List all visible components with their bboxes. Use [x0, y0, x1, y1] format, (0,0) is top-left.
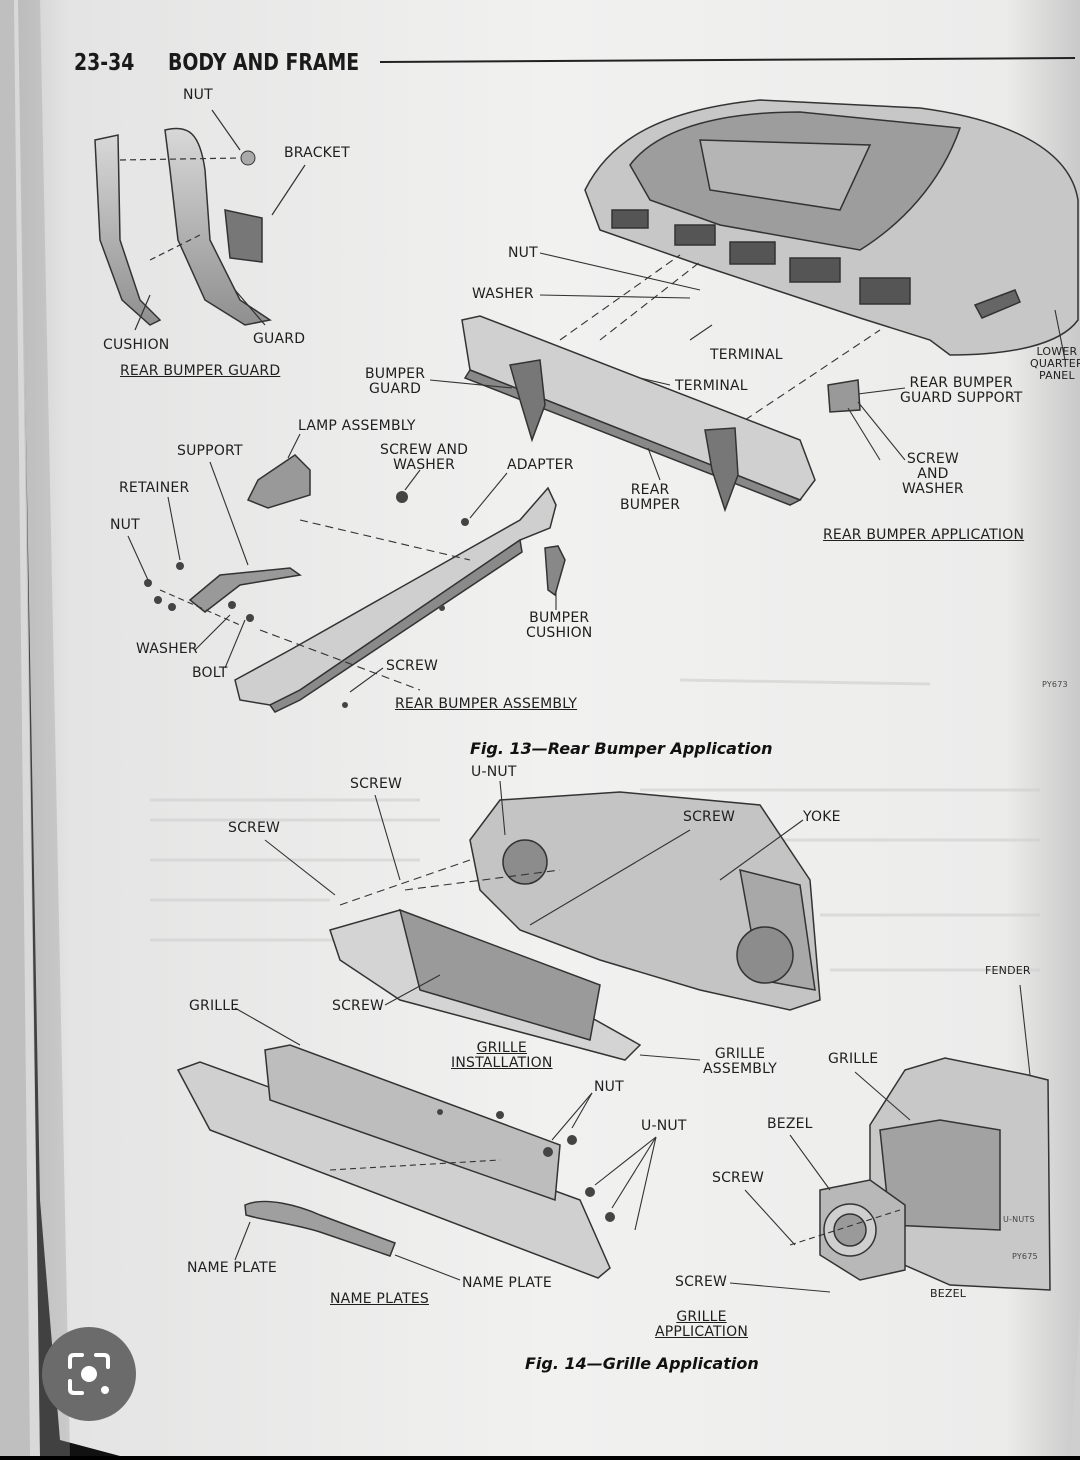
label-bumper-cushion: BUMPER CUSHION [526, 610, 593, 641]
label-bezel-bottom: BEZEL [930, 1287, 967, 1300]
label-nut-rear: NUT [508, 245, 538, 261]
label-adapter: ADAPTER [507, 457, 574, 473]
label-fender: FENDER [985, 964, 1031, 977]
page-number: 23-34 [74, 50, 135, 76]
label-rear-bumper: REAR BUMPER [620, 482, 681, 513]
section-title: BODY AND FRAME [168, 50, 360, 76]
label-nut-nameplate: NUT [594, 1079, 624, 1095]
label-guard: GUARD [253, 331, 306, 347]
visual-search-icon [68, 1353, 110, 1395]
label-grille-left: GRILLE [189, 998, 240, 1014]
label-grille-assembly: GRILLE ASSEMBLY [703, 1046, 777, 1077]
figure-code-py673: PY673 [1042, 680, 1068, 689]
label-u-nut-nameplate: U-NUT [641, 1118, 687, 1134]
label-nut-assembly: NUT [110, 517, 140, 533]
label-support: SUPPORT [177, 443, 243, 459]
label-screw-top: SCREW [350, 776, 403, 792]
label-cushion: CUSHION [103, 337, 170, 353]
label-bracket: BRACKET [284, 145, 350, 161]
label-screw-and-washer: SCREW AND WASHER [380, 442, 469, 473]
figure-code-py675: PY675 [1012, 1252, 1038, 1261]
label-name-plate-left: NAME PLATE [187, 1260, 277, 1276]
caption-rear-bumper-application: REAR BUMPER APPLICATION [823, 527, 1025, 543]
label-nut: NUT [183, 87, 213, 103]
label-terminal-2: TERMINAL [675, 378, 748, 394]
label-retainer: RETAINER [119, 480, 190, 496]
figure-14-caption: Fig. 14—Grille Application [525, 1354, 759, 1373]
label-screw-assembly: SCREW [386, 658, 439, 674]
figure-13-caption: Fig. 13—Rear Bumper Application [470, 739, 773, 758]
label-washer-rear: WASHER [472, 286, 534, 302]
caption-name-plates: NAME PLATES [330, 1291, 429, 1307]
label-screw-right: SCREW [683, 809, 736, 825]
label-name-plate-right: NAME PLATE [462, 1275, 552, 1291]
caption-rear-bumper-guard: REAR BUMPER GUARD [120, 363, 281, 379]
label-rear-bumper-guard-support: REAR BUMPER GUARD SUPPORT [900, 375, 1023, 406]
label-screw-bezel: SCREW [712, 1170, 765, 1186]
label-screw-bottom: SCREW [675, 1274, 728, 1290]
label-grille-right: GRILLE [828, 1051, 879, 1067]
label-screw-left: SCREW [228, 820, 281, 836]
label-lower-quarter-panel: LOWER QUARTER PANEL [1030, 345, 1080, 382]
label-bezel-top: BEZEL [767, 1116, 813, 1132]
label-screw-mid: SCREW [332, 998, 385, 1014]
label-yoke: YOKE [803, 809, 841, 825]
label-screw-and-washer-rear: SCREW AND WASHER [902, 451, 964, 497]
label-washer-assembly: WASHER [136, 641, 198, 657]
label-u-nut-top: U-NUT [471, 764, 517, 780]
label-bolt: BOLT [192, 665, 228, 681]
caption-grille-installation: GRILLE INSTALLATION [451, 1040, 553, 1071]
visual-search-button[interactable] [42, 1327, 136, 1421]
label-lamp-assembly: LAMP ASSEMBLY [298, 418, 416, 434]
label-terminal-1: TERMINAL [710, 347, 783, 363]
caption-rear-bumper-assembly: REAR BUMPER ASSEMBLY [395, 696, 578, 712]
label-u-nuts: U-NUTS [1003, 1215, 1035, 1224]
caption-grille-application: GRILLE APPLICATION [655, 1309, 749, 1340]
label-bumper-guard: BUMPER GUARD [365, 366, 426, 397]
